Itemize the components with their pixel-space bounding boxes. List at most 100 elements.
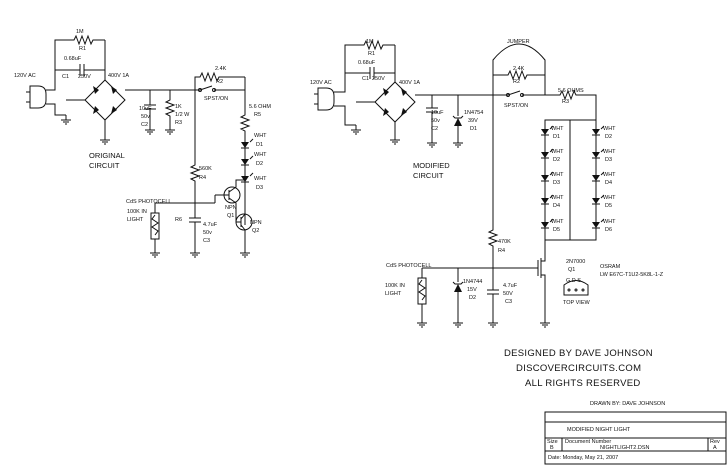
mod-photocell-icon bbox=[417, 277, 427, 305]
title-block-doc-label: Document Number bbox=[565, 439, 611, 445]
mod-q1-ref: Q1 bbox=[568, 267, 575, 273]
modified-circuit: 120V AC 1M R1 0.68uF C1 250V 400V 1A 10u… bbox=[310, 39, 664, 328]
mod-led-right-d2-ref: D2 bbox=[605, 134, 612, 140]
orig-c2-value: 10uF bbox=[139, 106, 152, 112]
mod-ldr-condition: LIGHT bbox=[385, 291, 402, 297]
mod-zener-d2-part: 1N4744 bbox=[463, 279, 482, 285]
mod-led-left-d4-color: WHT bbox=[551, 195, 564, 201]
orig-c1-voltage: 250V bbox=[78, 74, 91, 80]
mod-led-right-d3-color: WHT bbox=[603, 149, 616, 155]
orig-r3-ref: R3 bbox=[175, 120, 182, 126]
drawn-by: DRAWN BY: DAVE JOHNSON bbox=[590, 401, 665, 407]
orig-r2-resistor bbox=[195, 71, 245, 83]
orig-r1-ref: R1 bbox=[79, 46, 86, 52]
mod-led-right-d5-color: WHT bbox=[603, 195, 616, 201]
mod-switch-label: SPST/ON bbox=[504, 103, 528, 109]
orig-c3-capacitor bbox=[189, 205, 201, 248]
mod-c1-value: 0.68uF bbox=[358, 60, 376, 66]
orig-bridge-rating: 400V 1A bbox=[108, 73, 129, 79]
orig-bridge-rectifier bbox=[84, 79, 126, 121]
title-block-title: MODIFIED NIGHT LIGHT bbox=[567, 427, 631, 433]
mod-led-left-d4-ref: D4 bbox=[553, 203, 560, 209]
mod-led-left-d2-color: WHT bbox=[551, 149, 564, 155]
orig-cds-label: CdS PHOTOCELL bbox=[126, 199, 171, 205]
orig-c1-ref: C1 bbox=[62, 74, 69, 80]
mod-r2-value: 2.4K bbox=[513, 66, 525, 72]
mod-switch bbox=[493, 90, 545, 96]
orig-input-label: 120V AC bbox=[14, 73, 36, 79]
mod-led-right-d4-color: WHT bbox=[603, 172, 616, 178]
orig-q1-ref: Q1 bbox=[227, 213, 234, 219]
orig-switch-label: SPST/ON bbox=[204, 96, 228, 102]
mod-led-left-d1-ref: D1 bbox=[553, 134, 560, 140]
mod-c3-capacitor bbox=[487, 268, 499, 318]
mod-r2-ref: R2 bbox=[513, 79, 520, 85]
mod-r3-value: 5.6 OHMS bbox=[558, 88, 584, 94]
title-block-size-label: Size bbox=[547, 439, 558, 445]
orig-r2-ref: R2 bbox=[216, 79, 223, 85]
mod-c3-ref: C3 bbox=[505, 299, 512, 305]
mod-cds-label: CdS PHOTOCELL bbox=[386, 263, 431, 269]
mod-to92-package-icon bbox=[563, 280, 589, 296]
mod-led-right-d6-ref: D6 bbox=[605, 227, 612, 233]
mod-q1-mosfet bbox=[493, 240, 546, 318]
mod-c2-value: 10uF bbox=[431, 110, 444, 116]
mod-led-right-d3-ref: D3 bbox=[605, 157, 612, 163]
mod-zener-d2-voltage: 15V bbox=[467, 287, 477, 293]
ac-plug-icon bbox=[26, 85, 47, 109]
mod-led-note-part: LW E67C-T1U2-5K8L-1-Z bbox=[600, 272, 664, 278]
orig-c2-capacitor bbox=[144, 90, 156, 125]
mod-c2-capacitor bbox=[426, 95, 438, 138]
mod-q1-part: 2N7000 bbox=[566, 259, 585, 265]
mod-c1-capacitor bbox=[345, 67, 395, 79]
mod-c1-ref: C1 bbox=[362, 76, 369, 82]
orig-r4-resistor bbox=[189, 90, 201, 205]
title-block-rev-label: Rev bbox=[710, 439, 720, 445]
mod-r1-ref: R1 bbox=[368, 51, 375, 57]
orig-led-d3-icon bbox=[240, 172, 254, 183]
credits-rights: ALL RIGHTS RESERVED bbox=[525, 378, 641, 389]
mod-top-view-label: TOP VIEW bbox=[563, 300, 591, 306]
orig-photocell-icon bbox=[150, 212, 160, 240]
orig-r5-value: 5.6 OHM bbox=[249, 104, 271, 110]
orig-caption-line2: CIRCUIT bbox=[89, 161, 120, 170]
orig-led-d2-icon bbox=[240, 155, 254, 166]
mod-jumper-wire bbox=[492, 43, 546, 95]
orig-caption-line1: ORIGINAL bbox=[89, 151, 125, 160]
mod-led-right-d6-color: WHT bbox=[603, 219, 616, 225]
orig-c3-ref: C3 bbox=[203, 238, 210, 244]
mod-led-right-d5-ref: D5 bbox=[605, 203, 612, 209]
orig-r1-value: 1M bbox=[76, 29, 84, 35]
orig-q2-ref: Q2 bbox=[252, 228, 259, 234]
mod-led-left-d5-color: WHT bbox=[551, 219, 564, 225]
orig-r3-resistor bbox=[164, 90, 176, 125]
mod-led-right-d4-ref: D4 bbox=[605, 180, 612, 186]
orig-switch bbox=[195, 77, 246, 110]
orig-c1-value: 0.68uF bbox=[64, 56, 82, 62]
orig-led-d3-ref: D3 bbox=[256, 185, 263, 191]
orig-c3-value: 4.7uF bbox=[203, 222, 218, 228]
orig-q2-transistor bbox=[235, 213, 253, 248]
title-block-date: Date: Monday, May 21, 2007 bbox=[548, 455, 618, 461]
mod-bridge-rating: 400V 1A bbox=[399, 80, 420, 86]
mod-c1-voltage: 250V bbox=[372, 76, 385, 82]
mod-r1-resistor bbox=[360, 39, 395, 51]
mod-caption-line2: CIRCUIT bbox=[413, 171, 444, 180]
orig-led-d1-ref: D1 bbox=[256, 142, 263, 148]
mod-led-note-brand: OSRAM bbox=[600, 264, 621, 270]
mod-input-label: 120V AC bbox=[310, 80, 332, 86]
mod-jumper-label: JUMPER bbox=[507, 39, 530, 45]
mod-led-left-d5-ref: D5 bbox=[553, 227, 560, 233]
title-block-doc-value: NIGHTLIGHT2.DSN bbox=[600, 445, 650, 451]
mod-r4-ref: R4 bbox=[498, 248, 505, 254]
mod-led-left-d3-color: WHT bbox=[551, 172, 564, 178]
mod-r1-value: 1M bbox=[366, 39, 374, 45]
mod-zener-d2-icon bbox=[452, 281, 464, 292]
mod-r4-resistor bbox=[487, 95, 499, 268]
orig-led-d2-ref: D2 bbox=[256, 161, 263, 167]
mod-zener-d1-icon bbox=[452, 115, 464, 126]
mod-pinout-label: G D S bbox=[566, 278, 581, 284]
mod-ldr-value: 100K IN bbox=[385, 283, 405, 289]
mod-r2-resistor bbox=[493, 69, 545, 81]
mod-zener-d2-ref: D2 bbox=[469, 295, 476, 301]
